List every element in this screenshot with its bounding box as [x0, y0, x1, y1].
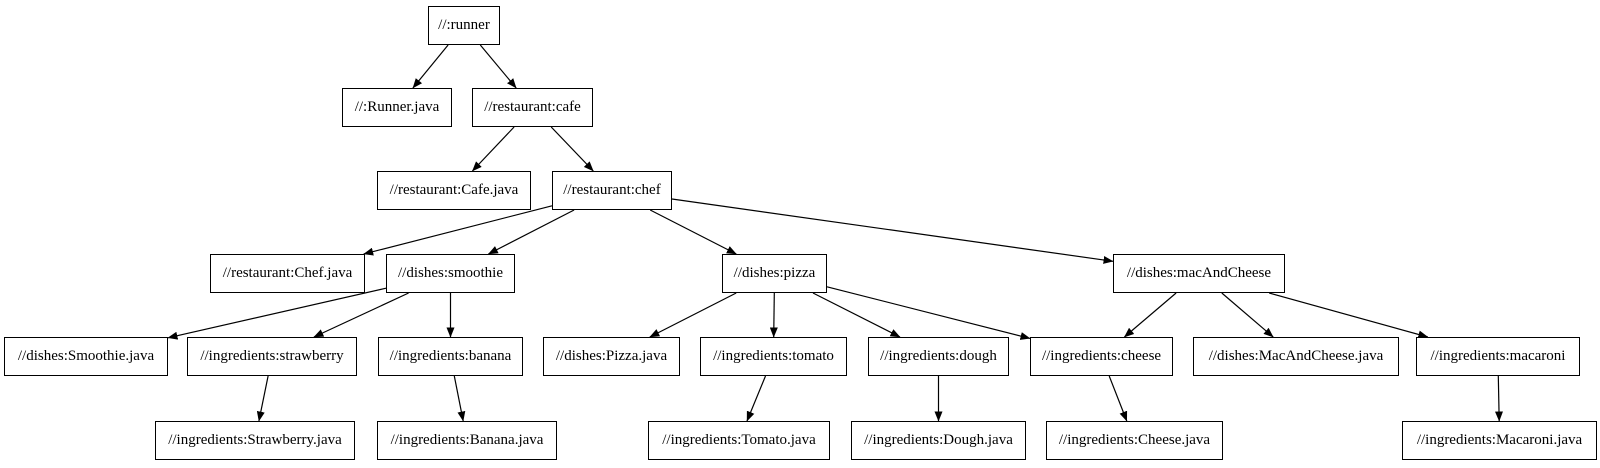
graph-node-label: //ingredients:strawberry [200, 348, 344, 364]
graph-node-label: //ingredients:Cheese.java [1058, 432, 1211, 448]
graph-edge-smoothie-to-smoothie_java [167, 287, 387, 340]
graph-edge-strawberry-to-strawberry_java [256, 375, 269, 422]
graph-node-mac_java: //dishes:MacAndCheese.java [1193, 337, 1399, 376]
graph-node-label: //:Runner.java [354, 99, 440, 115]
graph-edge-pizza-to-pizza_java [649, 292, 737, 338]
graph-node-macaroni: //ingredients:macaroni [1416, 337, 1580, 376]
graph-edge-pizza-to-dough [812, 292, 901, 338]
graph-node-cheese_java: //ingredients:Cheese.java [1046, 421, 1223, 460]
graph-edge-pizza-to-tomato [769, 292, 778, 338]
graph-node-cheese: //ingredients:cheese [1030, 337, 1173, 376]
graph-node-label: //ingredients:Macaroni.java [1416, 432, 1583, 448]
graph-node-dough: //ingredients:dough [868, 337, 1009, 376]
graph-edge-tomato-to-tomato_java [746, 375, 767, 422]
graph-edge-cafe-to-chef [550, 126, 594, 172]
graph-node-cafe: //restaurant:cafe [472, 88, 593, 127]
graph-node-label: //:runner [438, 17, 490, 33]
graph-node-cafe_java: //restaurant:Cafe.java [377, 171, 531, 210]
graph-edge-runner-to-cafe [479, 44, 517, 89]
graph-edge-smoothie-to-strawberry [313, 292, 409, 338]
graph-node-label: //ingredients:Strawberry.java [168, 432, 342, 448]
graph-node-label: //dishes:MacAndCheese.java [1208, 348, 1384, 364]
graph-node-chef: //restaurant:chef [552, 171, 672, 210]
graph-node-smoothie_java: //dishes:Smoothie.java [4, 337, 168, 376]
graph-edge-chef-to-mac_and_cheese [671, 198, 1114, 264]
graph-edge-mac_and_cheese-to-cheese [1124, 292, 1177, 338]
graph-node-label: //restaurant:Chef.java [222, 265, 353, 281]
graph-edge-pizza-to-cheese [826, 286, 1031, 340]
graph-node-label: //restaurant:chef [563, 182, 661, 198]
graph-node-smoothie: //dishes:smoothie [386, 254, 515, 293]
graph-node-banana_java: //ingredients:Banana.java [377, 421, 557, 460]
graph-edge-runner-to-runner_java [412, 44, 449, 89]
graph-edge-banana-to-banana_java [453, 375, 466, 422]
graph-node-strawberry_java: //ingredients:Strawberry.java [155, 421, 355, 460]
graph-edge-chef-to-chef_java [363, 205, 553, 256]
graph-node-label: //dishes:Smoothie.java [17, 348, 155, 364]
graph-node-dough_java: //ingredients:Dough.java [851, 421, 1026, 460]
graph-node-label: //restaurant:Cafe.java [389, 182, 519, 198]
graph-node-label: //ingredients:cheese [1041, 348, 1162, 364]
graph-edge-cheese-to-cheese_java [1108, 375, 1128, 422]
graph-node-pizza: //dishes:pizza [722, 254, 827, 293]
graph-node-label: //restaurant:cafe [484, 99, 581, 115]
graph-node-label: //ingredients:Tomato.java [662, 432, 816, 448]
graph-edge-macaroni-to-macaroni_java [1495, 375, 1504, 422]
graph-node-label: //ingredients:tomato [713, 348, 834, 364]
graph-edge-mac_and_cheese-to-mac_java [1221, 292, 1274, 338]
graph-node-strawberry: //ingredients:strawberry [187, 337, 357, 376]
graph-node-runner: //:runner [428, 6, 500, 45]
graph-edge-cafe-to-cafe_java [471, 126, 515, 172]
graph-node-label: //ingredients:banana [389, 348, 512, 364]
graph-node-label: //ingredients:macaroni [1430, 348, 1566, 364]
graph-node-tomato: //ingredients:tomato [700, 337, 847, 376]
graph-node-pizza_java: //dishes:Pizza.java [543, 337, 680, 376]
graph-node-label: //ingredients:dough [880, 348, 997, 364]
graph-node-label: //dishes:Pizza.java [555, 348, 668, 364]
graph-node-label: //dishes:pizza [733, 265, 816, 281]
graph-node-label: //ingredients:Banana.java [390, 432, 544, 448]
graph-edge-mac_and_cheese-to-macaroni [1269, 292, 1429, 339]
graph-node-label: //dishes:smoothie [398, 265, 503, 281]
graph-node-mac_and_cheese: //dishes:macAndCheese [1113, 254, 1285, 293]
graph-edge-chef-to-smoothie [487, 209, 575, 255]
graph-node-label: //dishes:macAndCheese [1126, 265, 1272, 281]
graph-node-chef_java: //restaurant:Chef.java [210, 254, 365, 293]
graph-edge-chef-to-pizza [649, 209, 737, 255]
graph-node-runner_java: //:Runner.java [342, 88, 452, 127]
graph-node-tomato_java: //ingredients:Tomato.java [648, 421, 830, 460]
graph-node-macaroni_java: //ingredients:Macaroni.java [1402, 421, 1597, 460]
graph-node-label: //ingredients:Dough.java [864, 432, 1013, 448]
graph-node-banana: //ingredients:banana [378, 337, 523, 376]
